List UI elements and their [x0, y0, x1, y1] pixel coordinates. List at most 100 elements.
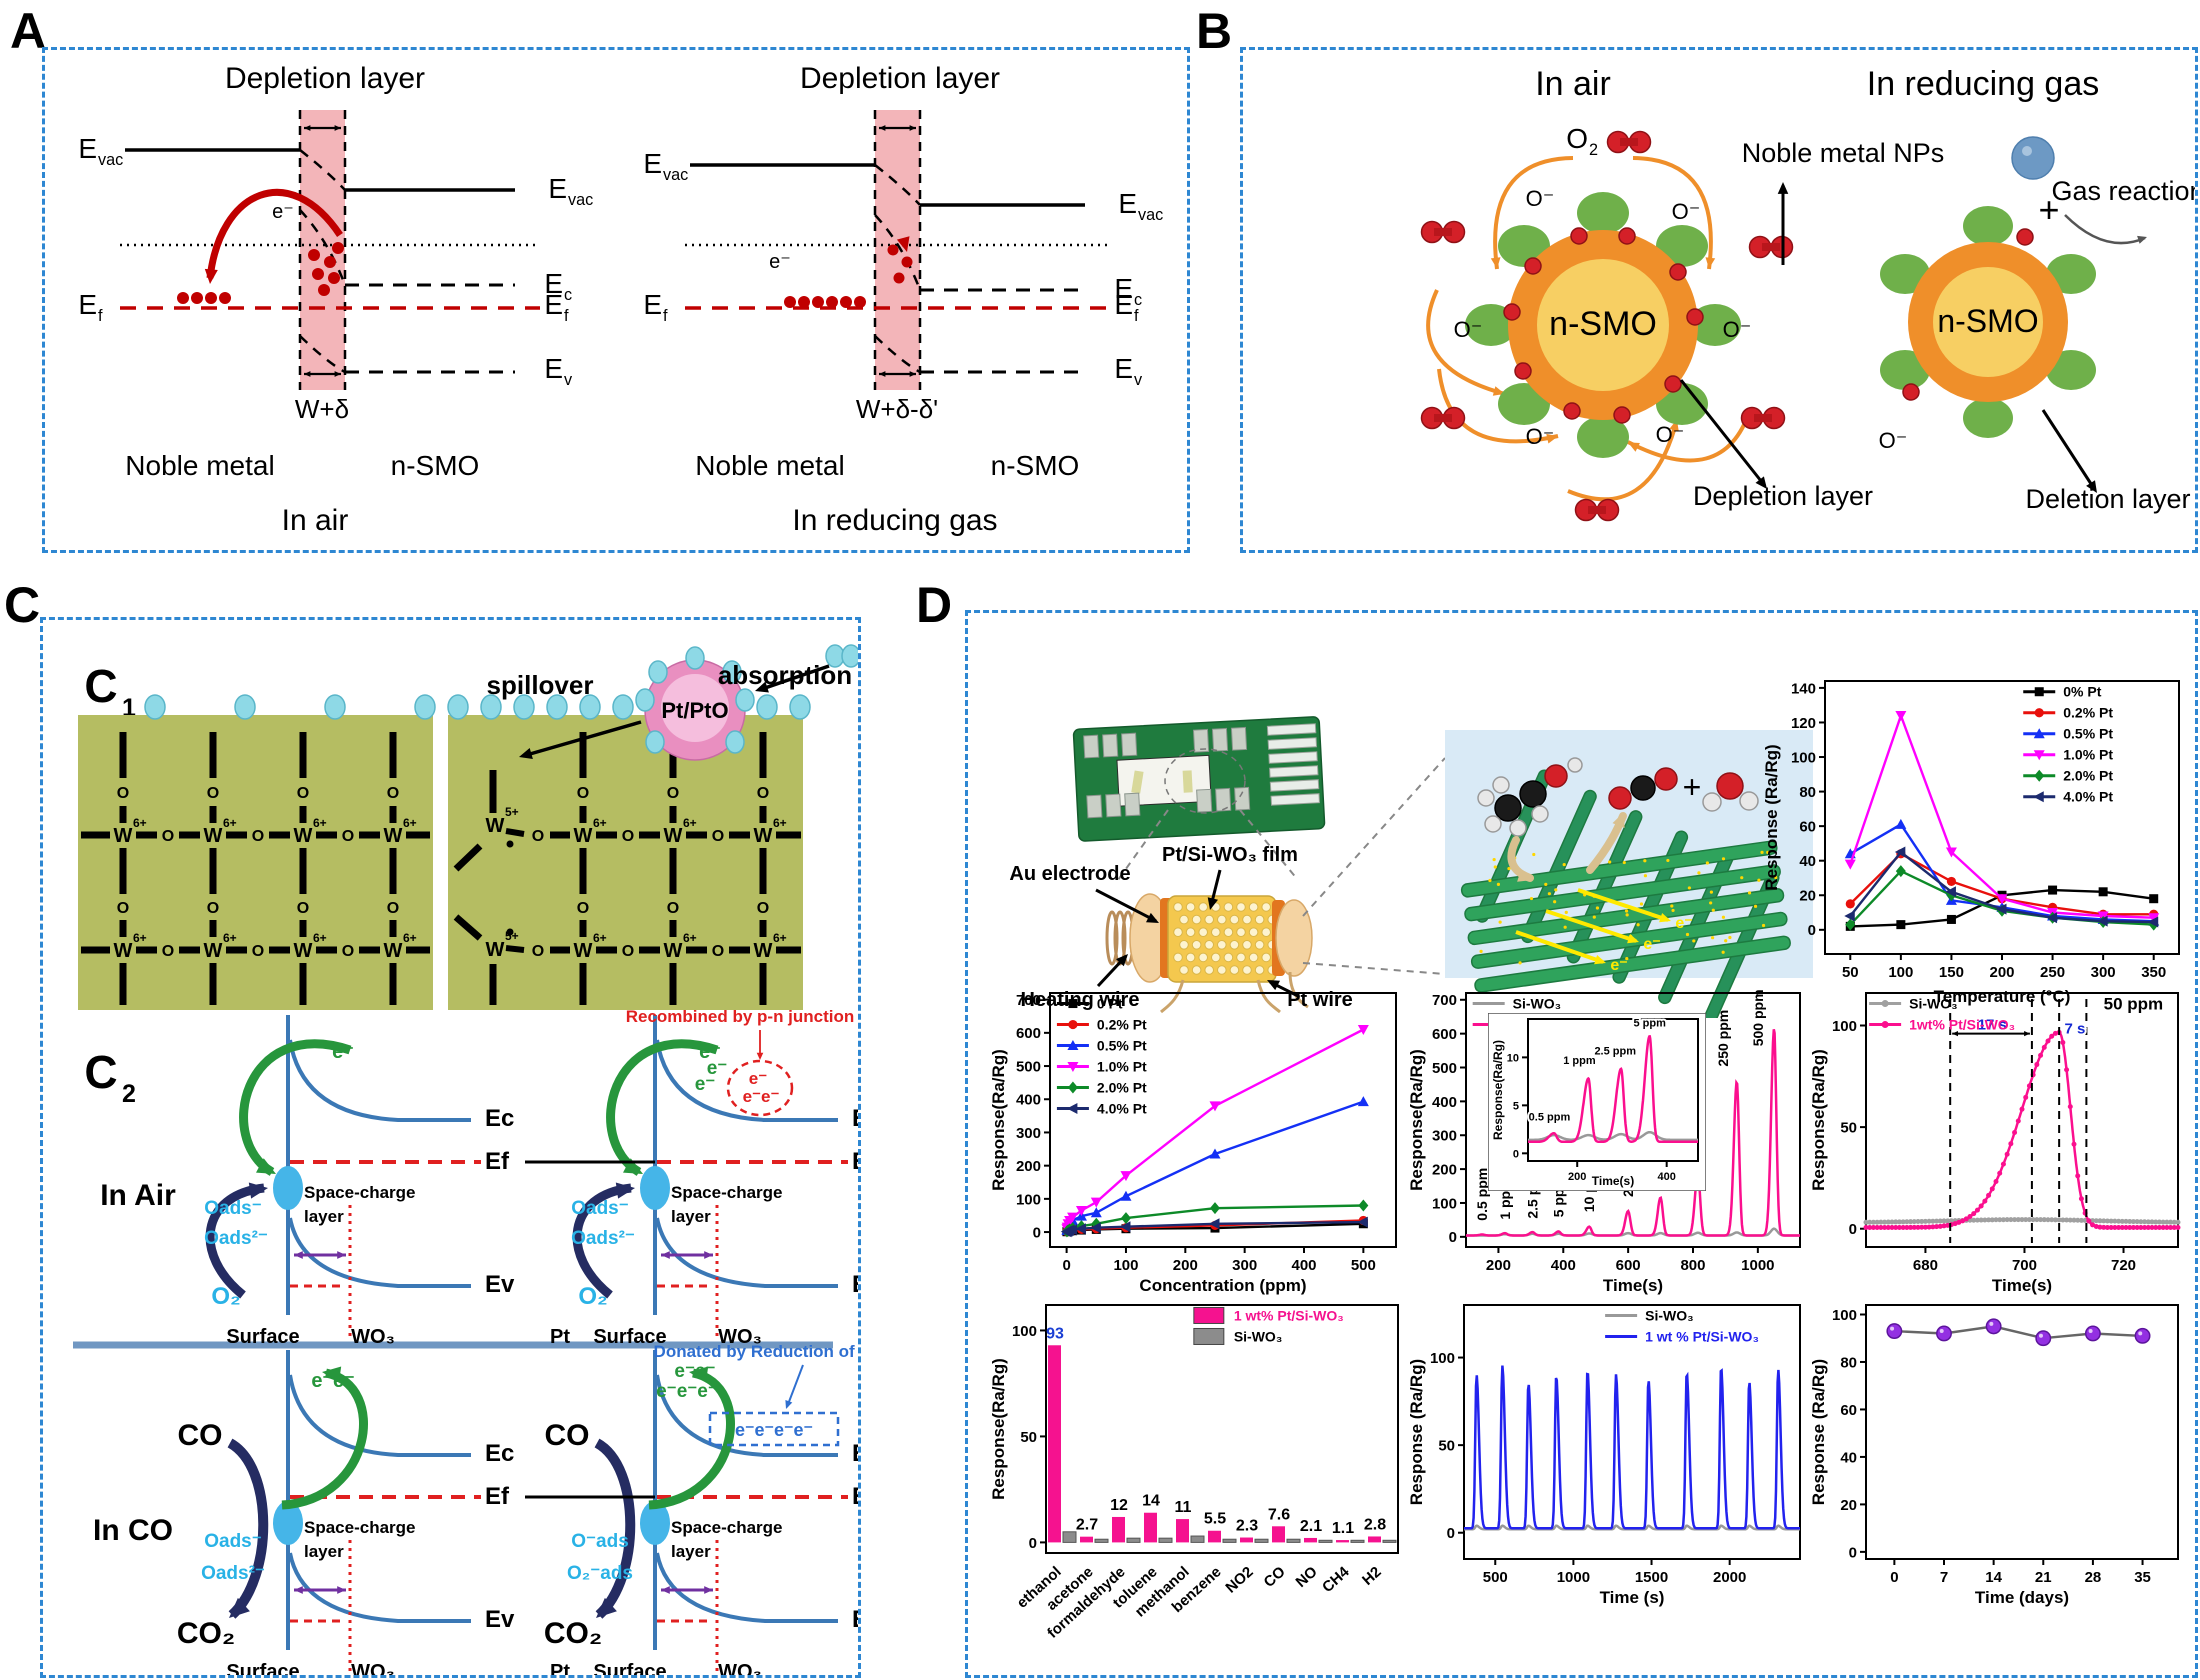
x-axis-label: Time(s)	[1603, 1276, 1663, 1295]
ec-label: Ec	[852, 1105, 858, 1132]
pt-dot	[1666, 859, 1669, 862]
o-atom: O	[532, 828, 544, 845]
donated-label: Donated by Reduction of Pt	[654, 1342, 858, 1361]
curve-dot	[2005, 1152, 2010, 1157]
legend-label: 0 Pt	[1097, 996, 1123, 1012]
film-pore	[1237, 903, 1246, 912]
bar-value-label: 7.6	[1268, 1506, 1290, 1523]
oads2-label: Oads²⁻	[201, 1563, 265, 1584]
bar-value-label: 93	[1046, 1325, 1064, 1342]
x-axis-label: Time(s)	[1992, 1276, 2052, 1295]
x-axis-label: Time(s)	[1592, 1174, 1634, 1188]
reducing-gas-molecule	[2012, 137, 2054, 179]
dot	[902, 257, 913, 268]
y-tick-label: 60	[1799, 819, 1816, 836]
bar	[1191, 1536, 1204, 1542]
adsorbate	[790, 695, 810, 719]
x-tick-label: 28	[2085, 1569, 2102, 1586]
pt-dot	[1706, 861, 1709, 864]
pt-dot	[1643, 859, 1646, 862]
bar-category-label: NO	[1293, 1563, 1321, 1591]
x-tick-label: 14	[1985, 1569, 2002, 1586]
label: e⁻e⁻e⁻e⁻	[735, 1420, 813, 1440]
ec-label: Ec	[485, 1440, 514, 1467]
space-charge-label2: layer	[304, 1542, 344, 1561]
w-charge: 6+	[593, 931, 607, 945]
adsorbate	[686, 647, 704, 669]
pt-dot	[1711, 936, 1714, 939]
adsorbed-oxygen	[1670, 264, 1686, 280]
chart-selectivity: 050100Response(Ra/Rg)ethanolacetoneforma…	[990, 1297, 1408, 1675]
legend-label: 1 wt% Pt/Si-WO₃	[1234, 1307, 1344, 1323]
chart-response-recovery-time: 680700720050100Time(s)Response(Ra/Rg)17 …	[1810, 985, 2190, 1297]
connector-finger	[1269, 752, 1317, 763]
oxygen-ion-site	[273, 1166, 303, 1210]
bar	[1176, 1519, 1189, 1542]
w-atom: W	[384, 940, 403, 962]
w-atom: W	[294, 825, 313, 847]
w-atom: W	[384, 825, 403, 847]
arrowhead-icon	[704, 1251, 713, 1259]
marker	[1358, 1199, 1368, 1211]
o-atom: O	[532, 943, 544, 960]
n-smo-label: n-SMO	[391, 450, 480, 481]
solder-pad	[1103, 734, 1118, 757]
symbol: E	[544, 353, 563, 384]
film-pore	[1199, 953, 1208, 962]
y-tick-label: 500	[1432, 1060, 1457, 1077]
noble-metal-nps-label: Noble metal NPs	[1742, 138, 1945, 168]
series-line	[1894, 1326, 2142, 1338]
oads2-label: Oads²⁻	[571, 1228, 635, 1249]
bar-value-label: 11	[1175, 1499, 1192, 1516]
peak-label: 500 ppm	[1750, 989, 1766, 1046]
pt-dot	[1532, 853, 1535, 856]
bar-value-label: 12	[1110, 1497, 1128, 1514]
oxygen-atom	[1655, 768, 1677, 790]
marker	[1895, 711, 1906, 721]
y-tick-label: 40	[1799, 853, 1816, 870]
dot	[219, 292, 231, 304]
pt-dot	[1548, 892, 1551, 895]
panel-label-c: C	[4, 580, 40, 630]
marker	[2035, 708, 2044, 717]
bar-category-label: H2	[1359, 1563, 1385, 1588]
dot	[332, 242, 344, 254]
bar	[1159, 1538, 1172, 1542]
dot	[324, 256, 336, 268]
gas-reaction-label: Gas reaction	[2051, 176, 2195, 206]
w-atom: W	[754, 825, 773, 847]
pt-dot	[1608, 860, 1611, 863]
w-atom: W	[664, 940, 683, 962]
curve-dot	[2016, 1118, 2021, 1123]
o-atom: O	[622, 828, 634, 845]
bar-value-label: 1.1	[1332, 1520, 1354, 1537]
o-minus-label: O⁻	[1526, 424, 1555, 449]
adsorbate	[613, 695, 633, 719]
space-charge-label: Space-charge	[304, 1518, 416, 1537]
co-label: CO	[178, 1419, 223, 1452]
solder-pad	[1087, 795, 1102, 818]
y-axis-label: Response (Ra/Rg)	[1408, 1359, 1426, 1505]
line	[506, 831, 524, 834]
w-charge: 6+	[683, 931, 697, 945]
y-axis-label: Response(Ra/Rg)	[1810, 1049, 1828, 1191]
bar	[1304, 1538, 1317, 1542]
symbol: E	[1118, 188, 1137, 219]
solder-pad	[1106, 794, 1121, 817]
panel-c-diagram: C1OOW6+W6+OOW6+W6+OOW6+W6+OOW6+W6+OOOOOO…	[43, 620, 858, 1675]
x-tick-label: 200	[1989, 964, 2014, 981]
electron-label: e⁻	[272, 201, 294, 223]
symbol-sub: f	[564, 307, 569, 325]
y-tick-label: 0	[1849, 1544, 1857, 1561]
y-tick-label: 20	[1799, 888, 1816, 905]
co-oxidation-arrow	[230, 1443, 263, 1615]
x-tick-label: 700	[2012, 1257, 2037, 1274]
x-tick-label: 250	[2040, 964, 2065, 981]
marker	[1091, 1207, 1102, 1217]
dot	[798, 296, 810, 308]
dot	[812, 296, 824, 308]
noble-metal-label: Noble metal	[125, 450, 274, 481]
curve-dot	[1982, 1199, 1987, 1204]
film-pore	[1186, 903, 1195, 912]
pt-dot	[1563, 863, 1566, 866]
